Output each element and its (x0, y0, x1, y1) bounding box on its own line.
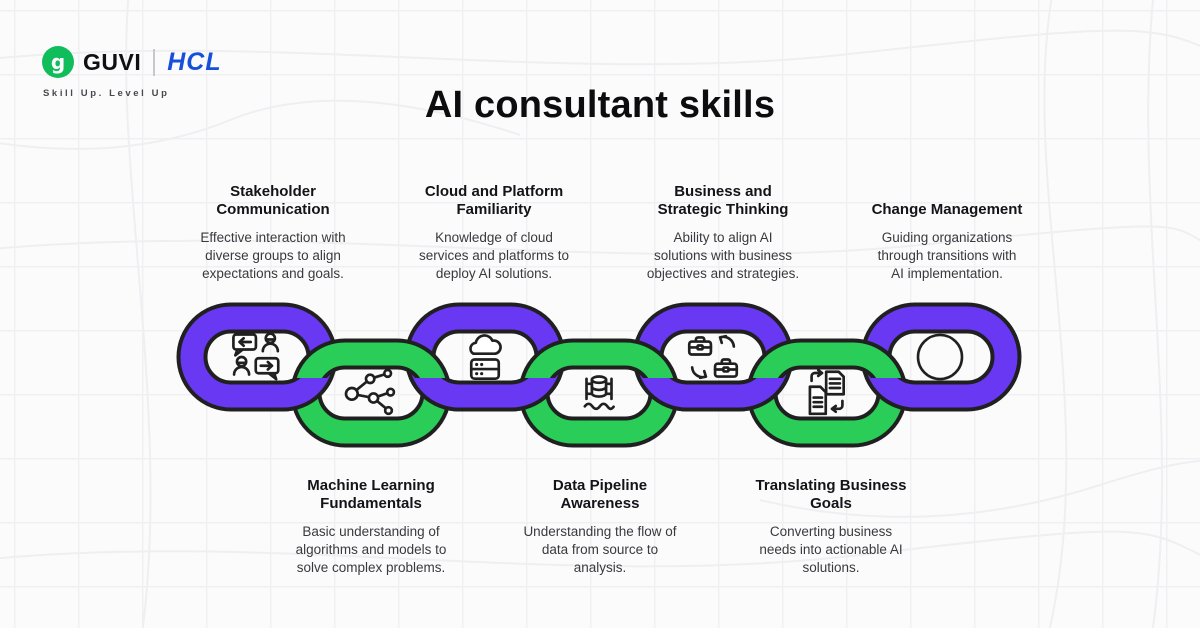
data-pipeline-icon (583, 375, 615, 411)
skill-title: Data Pipeline Awareness (552, 477, 648, 512)
page-title: AI consultant skills (424, 84, 776, 126)
cloud-server-icon (469, 334, 502, 380)
chain-link-2-green (290, 338, 452, 448)
briefcase-sync-icon (687, 334, 739, 380)
skill-title: Business and Strategic Thinking (657, 183, 789, 218)
logo-divider (153, 48, 156, 76)
chain-link-7-purple (860, 302, 1022, 412)
skill-block-data-pipeline: Data Pipeline Awareness Understanding th… (488, 477, 712, 576)
network-nodes-icon (344, 368, 396, 416)
guvi-wordmark: GUVI (83, 48, 142, 75)
skill-title: Translating Business Goals (755, 477, 907, 512)
skill-description: Ability to align AI solutions with busin… (646, 230, 800, 281)
skill-title: Change Management (871, 201, 1023, 218)
brand-logo: g GUVI HCL (42, 46, 222, 78)
guvi-g-icon: g (42, 46, 74, 78)
hcl-wordmark: HCL (167, 47, 222, 76)
skill-description: Basic understanding of algorithms and mo… (295, 524, 447, 575)
skill-block-business-strategic: Business and Strategic Thinking Ability … (611, 183, 835, 282)
skill-description: Knowledge of cloud services and platform… (418, 230, 570, 281)
brand-tagline: Skill Up. Level Up (43, 88, 170, 99)
chain-link-6-green (746, 338, 908, 448)
chain-link-4-green (518, 338, 680, 448)
skill-block-stakeholder-communication: Stakeholder Communication Effective inte… (161, 183, 385, 282)
skill-block-ml-fundamentals: Machine Learning Fundamentals Basic unde… (259, 477, 483, 576)
document-transfer-icon (808, 368, 845, 416)
skill-title: Stakeholder Communication (216, 183, 330, 218)
skill-description: Converting business needs into actionabl… (759, 524, 903, 575)
skill-description: Guiding organizations through transition… (877, 230, 1017, 281)
skill-title: Cloud and Platform Familiarity (424, 183, 564, 218)
skill-description: Understanding the flow of data from sour… (523, 524, 677, 575)
chat-people-icon (232, 332, 280, 381)
circle-icon (916, 333, 964, 381)
skill-description: Effective interaction with diverse group… (200, 230, 346, 281)
skill-block-change-management: Change Management Guiding organizations … (835, 183, 1059, 282)
skill-block-translating-goals: Translating Business Goals Converting bu… (719, 477, 943, 576)
skill-block-cloud-platform: Cloud and Platform Familiarity Knowledge… (382, 183, 606, 282)
skill-title: Machine Learning Fundamentals (307, 477, 435, 512)
